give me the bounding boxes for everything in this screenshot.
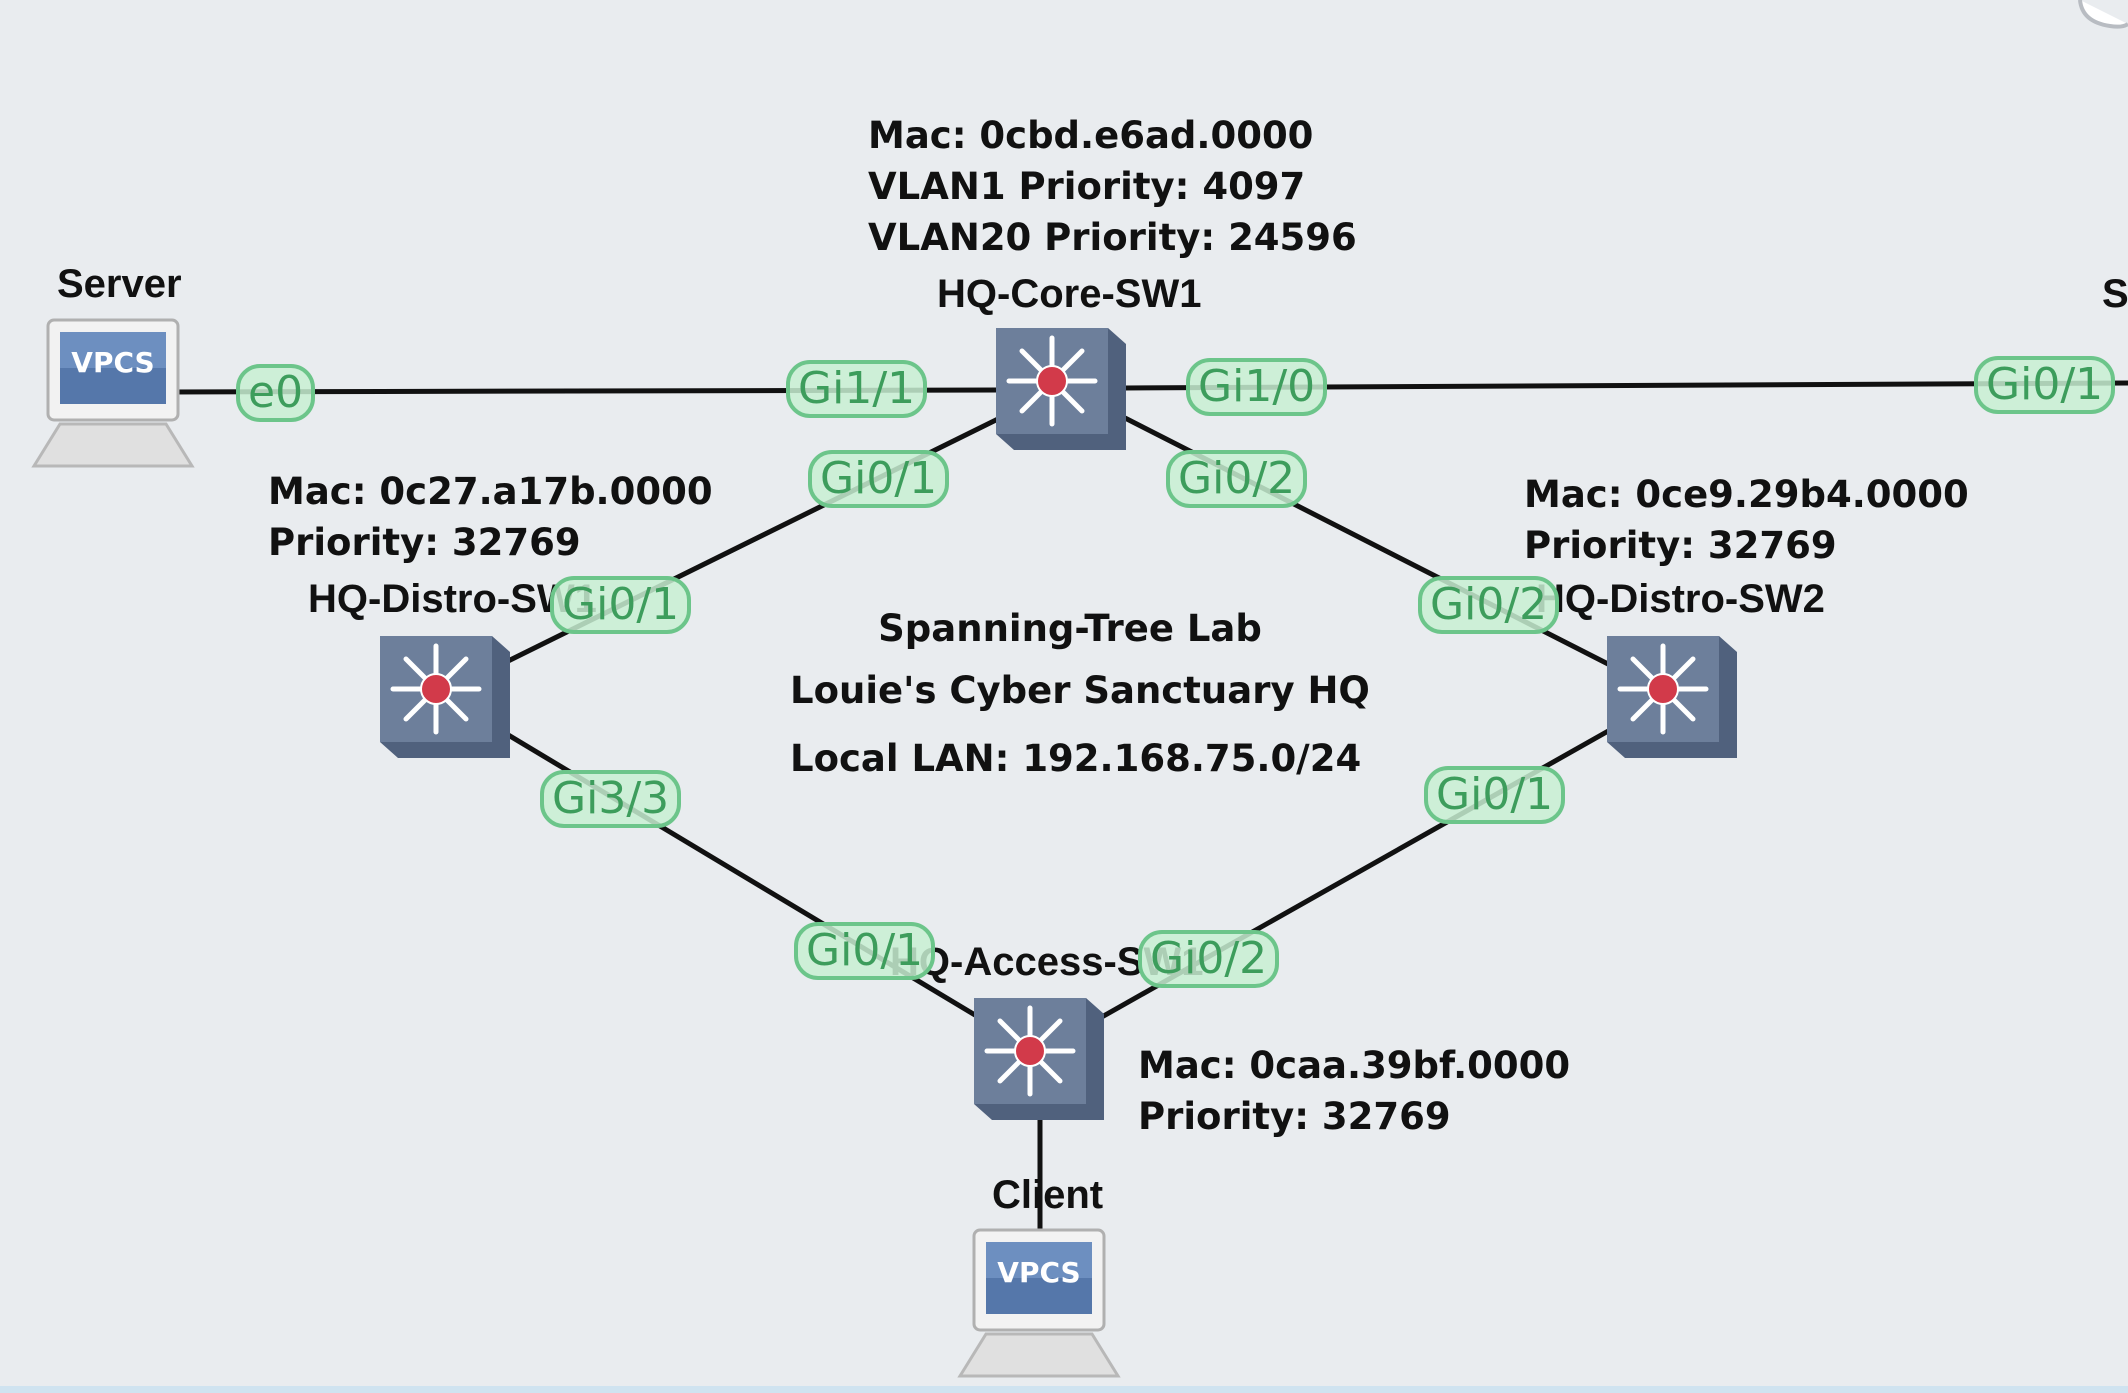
distro-sw1-label: HQ-Distro-SW1 bbox=[308, 577, 597, 621]
access-stp-note: Mac: 0caa.39bf.0000 Priority: 32769 bbox=[1138, 1040, 1570, 1142]
lab-title-note: Spanning-Tree Lab Louie's Cyber Sanctuar… bbox=[790, 598, 1370, 790]
core-mac-text: Mac: 0cbd.e6ad.0000 bbox=[868, 114, 1314, 157]
core-sw1-multilayer-switch-icon[interactable] bbox=[996, 328, 1128, 450]
distro-sw2-multilayer-switch-icon[interactable] bbox=[1607, 636, 1739, 758]
port-label-core-gi0-1[interactable]: Gi0/1 bbox=[808, 450, 950, 508]
distro-sw2-label: HQ-Distro-SW2 bbox=[1536, 577, 1825, 621]
port-label-access-gi0-2[interactable]: Gi0/2 bbox=[1138, 930, 1280, 988]
distro-sw1-multilayer-switch-icon[interactable] bbox=[380, 636, 512, 758]
lab-site-text: Louie's Cyber Sanctuary HQ bbox=[790, 669, 1370, 712]
port-label-distro2-gi0-2[interactable]: Gi0/2 bbox=[1418, 576, 1560, 634]
lab-title-text: Spanning-Tree Lab bbox=[878, 607, 1262, 650]
distro1-stp-note: Mac: 0c27.a17b.0000 Priority: 32769 bbox=[268, 466, 713, 568]
port-label-distro1-gi3-3[interactable]: Gi3/3 bbox=[540, 770, 682, 828]
port-label-core-gi1-0[interactable]: Gi1/0 bbox=[1186, 358, 1328, 416]
client-icon-text: VPCS bbox=[997, 1256, 1081, 1289]
distro1-mac-text: Mac: 0c27.a17b.0000 bbox=[268, 470, 713, 513]
canvas-bottom-border bbox=[0, 1386, 2128, 1393]
server-node[interactable]: VPCS bbox=[30, 318, 196, 468]
client-node[interactable]: VPCS bbox=[956, 1228, 1122, 1378]
core-vlan20-priority-text: VLAN20 Priority: 24596 bbox=[868, 216, 1357, 259]
edge-node-label: S bbox=[2102, 272, 2128, 316]
port-label-core-gi1-1[interactable]: Gi1/1 bbox=[786, 360, 928, 418]
distro2-priority-text: Priority: 32769 bbox=[1524, 524, 1837, 567]
access-sw1-multilayer-switch-icon[interactable] bbox=[974, 998, 1106, 1120]
port-label-distro2-gi0-1[interactable]: Gi0/1 bbox=[1424, 766, 1566, 824]
core-sw1-label: HQ-Core-SW1 bbox=[937, 272, 1202, 316]
cloud-icon[interactable] bbox=[2070, 0, 2128, 32]
vpcs-computer-icon bbox=[957, 1228, 1121, 1378]
port-label-access-gi0-1[interactable]: Gi0/1 bbox=[794, 922, 936, 980]
lab-subnet-text: Local LAN: 192.168.75.0/24 bbox=[790, 737, 1362, 780]
core-stp-note: Mac: 0cbd.e6ad.0000 VLAN1 Priority: 4097… bbox=[868, 110, 1357, 263]
port-label-server-e0[interactable]: e0 bbox=[236, 364, 316, 422]
client-label: Client bbox=[992, 1173, 1104, 1217]
core-vlan1-priority-text: VLAN1 Priority: 4097 bbox=[868, 165, 1306, 208]
distro2-mac-text: Mac: 0ce9.29b4.0000 bbox=[1524, 473, 1969, 516]
server-label: Server bbox=[57, 262, 182, 306]
distro2-stp-note: Mac: 0ce9.29b4.0000 Priority: 32769 bbox=[1524, 469, 1969, 571]
access-priority-text: Priority: 32769 bbox=[1138, 1095, 1451, 1138]
port-label-core-gi0-2[interactable]: Gi0/2 bbox=[1166, 450, 1308, 508]
port-label-distro1-gi0-1[interactable]: Gi0/1 bbox=[550, 576, 692, 634]
vpcs-computer-icon bbox=[31, 318, 195, 468]
server-icon-text: VPCS bbox=[71, 346, 155, 379]
access-mac-text: Mac: 0caa.39bf.0000 bbox=[1138, 1044, 1571, 1087]
port-label-edge-gi0-1[interactable]: Gi0/1 bbox=[1974, 356, 2116, 414]
distro1-priority-text: Priority: 32769 bbox=[268, 521, 581, 564]
